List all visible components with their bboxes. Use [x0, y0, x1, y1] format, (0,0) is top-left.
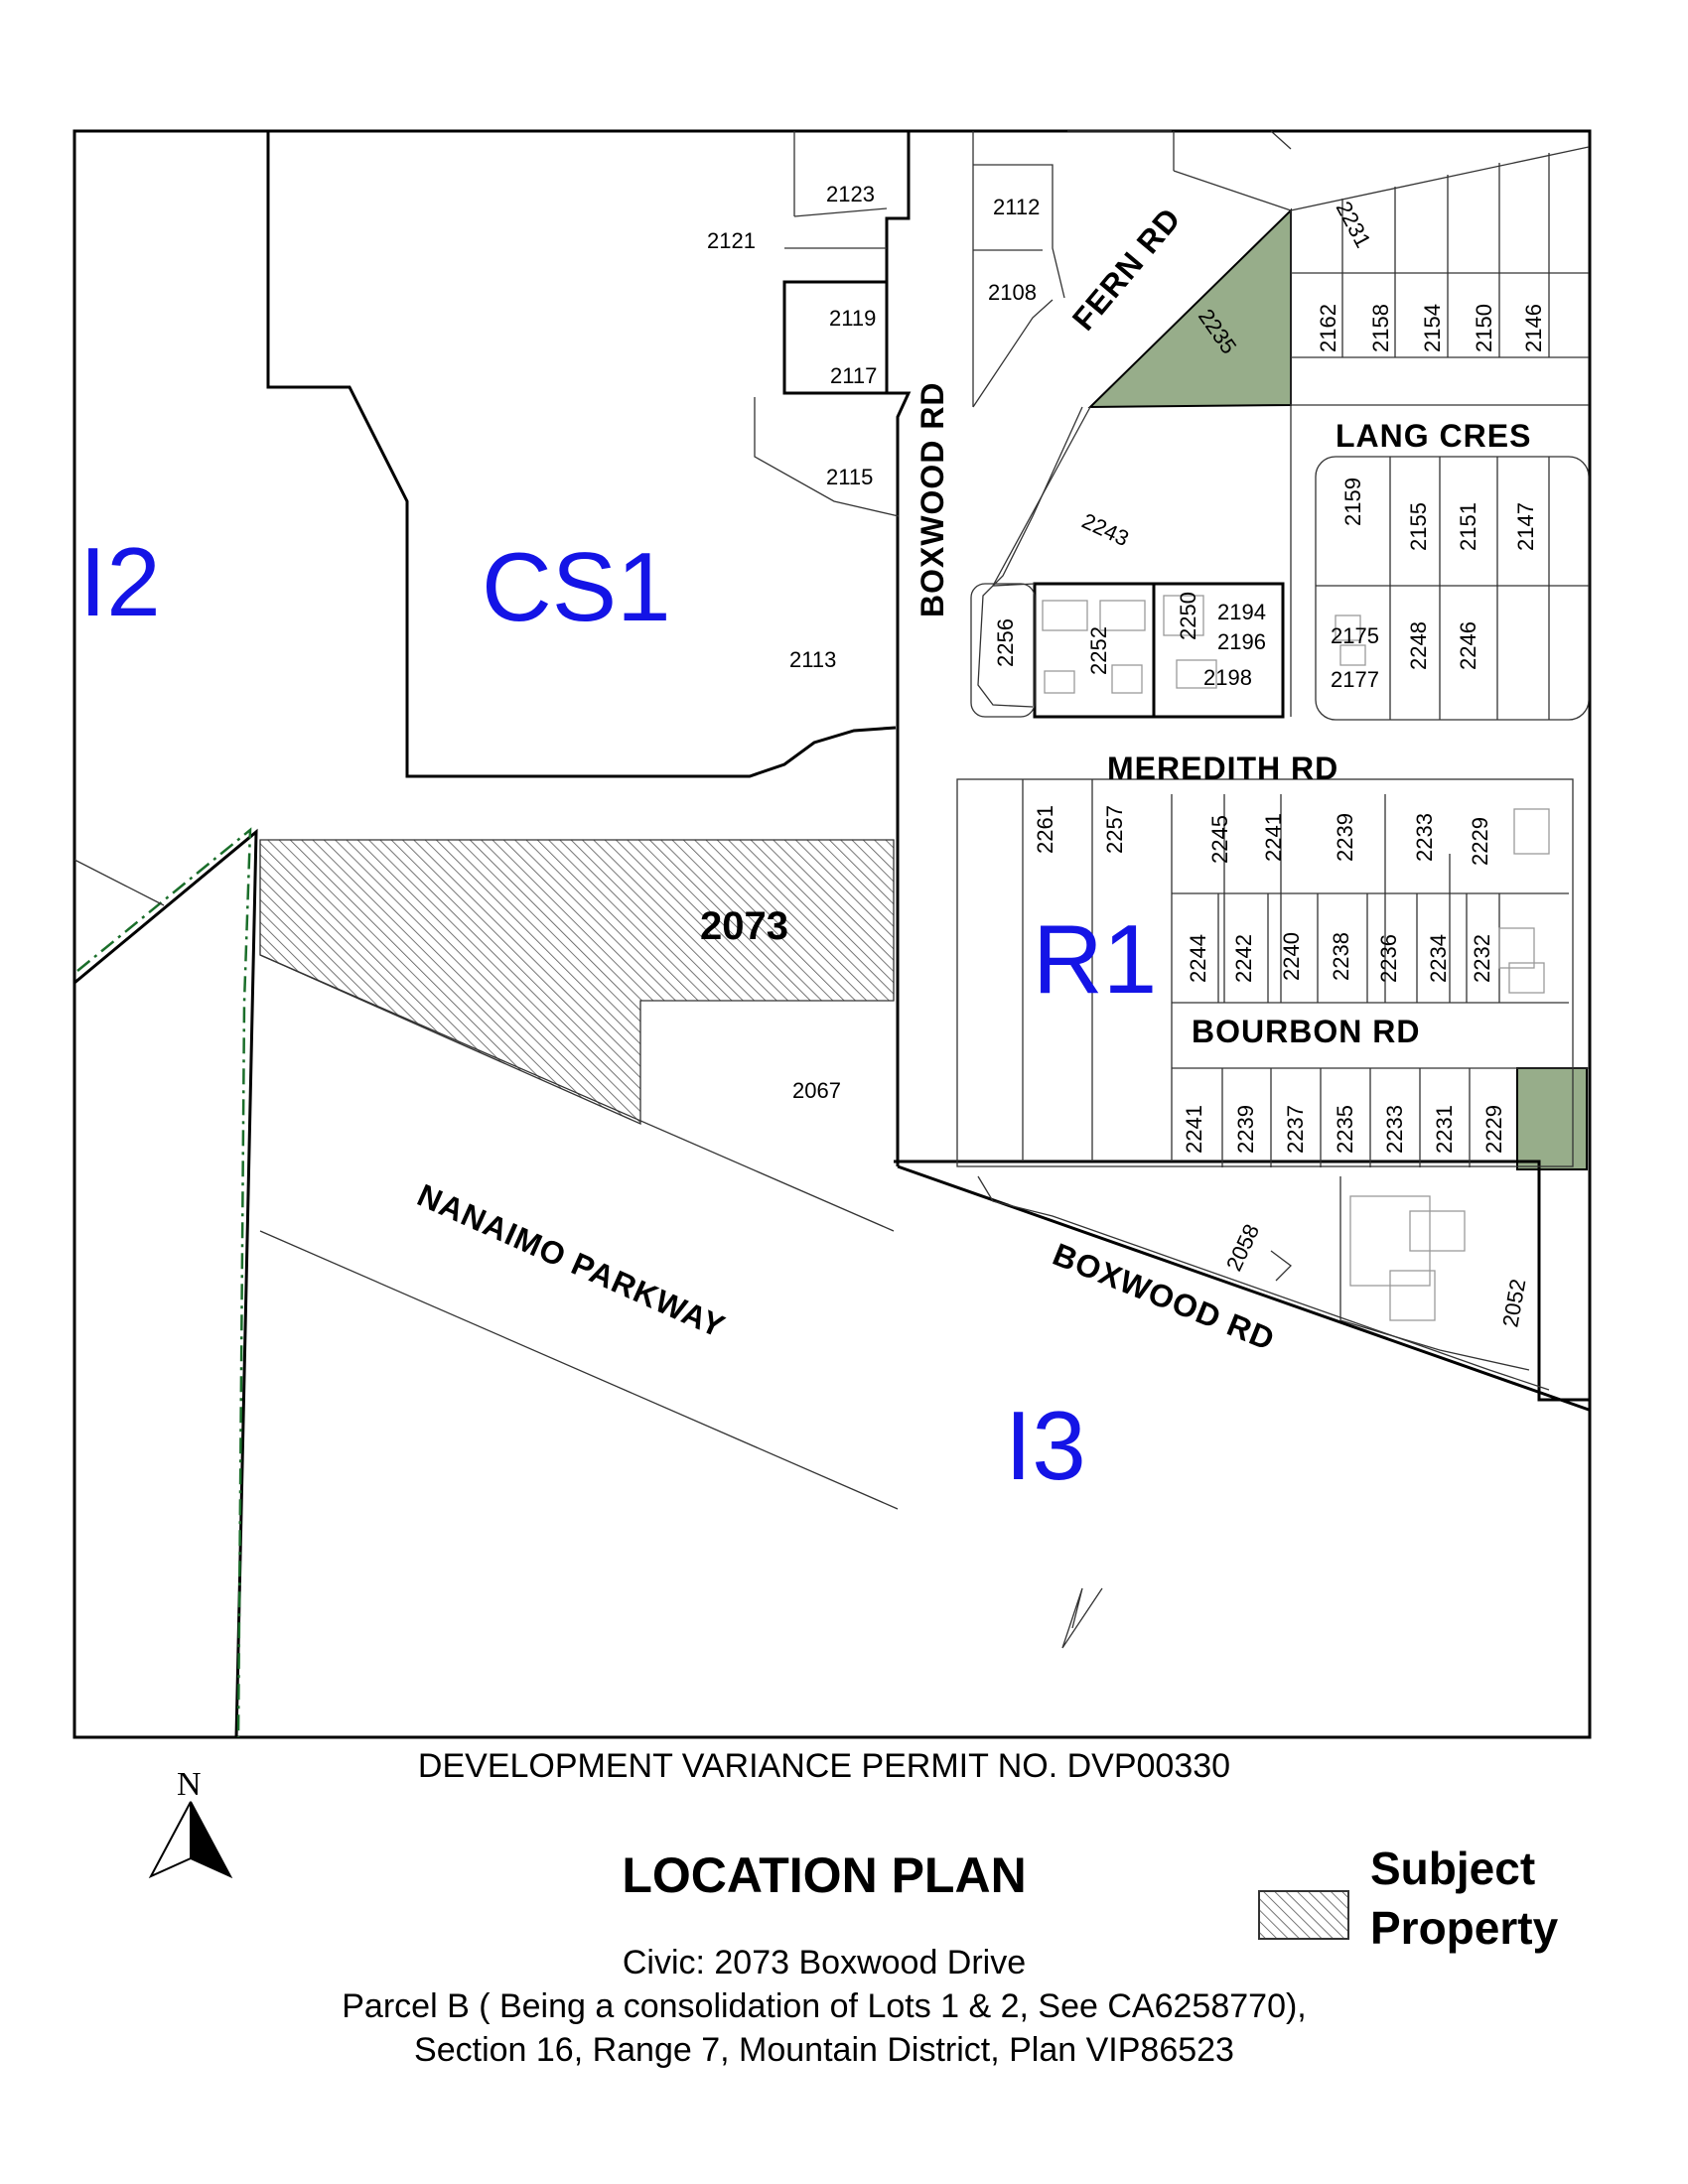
- zone-boundaries: [73, 131, 1590, 1738]
- lot-number: 2231: [1432, 1105, 1457, 1154]
- lot-number: 2239: [1333, 813, 1357, 862]
- lot-numbers: 2123 2121 2119 2117 2115 2113 2067 2112 …: [707, 182, 1546, 1329]
- lot-number: 2158: [1368, 304, 1393, 352]
- legal-description-section: Section 16, Range 7, Mountain District, …: [414, 2031, 1234, 2069]
- legend-swatch-subject-property: [1258, 1890, 1349, 1940]
- permit-number: DEVELOPMENT VARIANCE PERMIT NO. DVP00330: [417, 1747, 1231, 1785]
- legend-label-line2: Property: [1370, 1902, 1559, 1954]
- lot-number: 2236: [1376, 934, 1401, 983]
- lot-number: 2067: [792, 1078, 841, 1103]
- lot-number: 2261: [1033, 805, 1057, 854]
- lot-number: 2198: [1203, 665, 1252, 690]
- zone-label-i2: I2: [79, 527, 161, 636]
- lot-number: 2119: [829, 306, 876, 331]
- ali-boundary-line: [76, 827, 252, 1738]
- lot-number: 2154: [1420, 304, 1445, 352]
- lot-number: 2246: [1456, 621, 1480, 670]
- lot-number: 2240: [1279, 932, 1304, 981]
- lot-number: 2162: [1316, 304, 1340, 352]
- lot-number: 2242: [1231, 934, 1256, 983]
- civic-address: Civic: 2073 Boxwood Drive: [622, 1944, 1027, 1981]
- lot-number: 2146: [1521, 304, 1546, 352]
- lot-number: 2233: [1382, 1105, 1407, 1154]
- lot-number: 2238: [1329, 932, 1353, 981]
- lot-number: 2229: [1481, 1105, 1506, 1154]
- plan-title: LOCATION PLAN: [622, 1847, 1027, 1903]
- parcel-lines: [73, 130, 1590, 1649]
- lot-number: 2196: [1217, 629, 1266, 654]
- lot-number: 2194: [1217, 600, 1266, 624]
- lot-number: 2233: [1412, 813, 1437, 862]
- lot-number: 2123: [826, 182, 875, 206]
- lot-number: 2113: [789, 647, 836, 672]
- lot-number: 2175: [1331, 623, 1379, 648]
- road-label-meredith: MEREDITH RD: [1107, 751, 1338, 786]
- lot-number: 2108: [988, 280, 1037, 305]
- subject-lot-number: 2073: [700, 904, 788, 948]
- lot-number: 2235: [1333, 1105, 1357, 1154]
- lot-number: 2121: [707, 228, 756, 253]
- lot-number: 2237: [1283, 1105, 1308, 1154]
- legend-label: Subject Property: [1370, 1839, 1558, 1958]
- lot-number: 2147: [1513, 502, 1538, 551]
- road-label-boxwood-north: BOXWOOD RD: [914, 381, 950, 617]
- zone-label-r1: R1: [1033, 904, 1157, 1014]
- north-label: N: [177, 1766, 202, 1803]
- lot-number: 2117: [830, 363, 877, 388]
- lot-number: 2245: [1207, 815, 1232, 864]
- lot-number: 2241: [1261, 813, 1286, 862]
- lot-number: 2232: [1470, 934, 1494, 983]
- zone-label-i3: I3: [1005, 1391, 1086, 1500]
- lot-number: 2112: [993, 195, 1040, 219]
- road-label-lang: LANG CRES: [1336, 418, 1531, 454]
- north-arrow-icon: N: [148, 1766, 233, 1879]
- lot-number: 2115: [826, 465, 873, 489]
- zone-label-cs1: CS1: [482, 532, 671, 641]
- lot-number: 2177: [1331, 667, 1379, 692]
- lot-number: 2234: [1426, 934, 1451, 983]
- lot-number: 2239: [1233, 1105, 1258, 1154]
- lot-number: 2257: [1102, 805, 1127, 854]
- lot-number: 2155: [1406, 502, 1431, 551]
- lot-number: 2151: [1456, 502, 1480, 551]
- lot-number: 2159: [1340, 478, 1365, 526]
- lot-number: 2252: [1086, 626, 1111, 675]
- road-label-bourbon: BOURBON RD: [1192, 1014, 1420, 1049]
- lot-number: 2250: [1176, 592, 1200, 640]
- building-footprints: [1042, 595, 1550, 1321]
- lot-number: 2241: [1182, 1105, 1206, 1154]
- lot-number: 2244: [1186, 934, 1210, 983]
- lot-number: 2229: [1468, 817, 1492, 866]
- legal-description-parcel: Parcel B ( Being a consolidation of Lots…: [342, 1987, 1307, 2025]
- legend-label-line1: Subject: [1370, 1843, 1536, 1894]
- lot-number: 2248: [1406, 621, 1431, 670]
- green-parcel-bourbon: [1516, 1067, 1588, 1170]
- lot-number: 2150: [1472, 304, 1496, 352]
- lot-number: 2256: [993, 618, 1018, 667]
